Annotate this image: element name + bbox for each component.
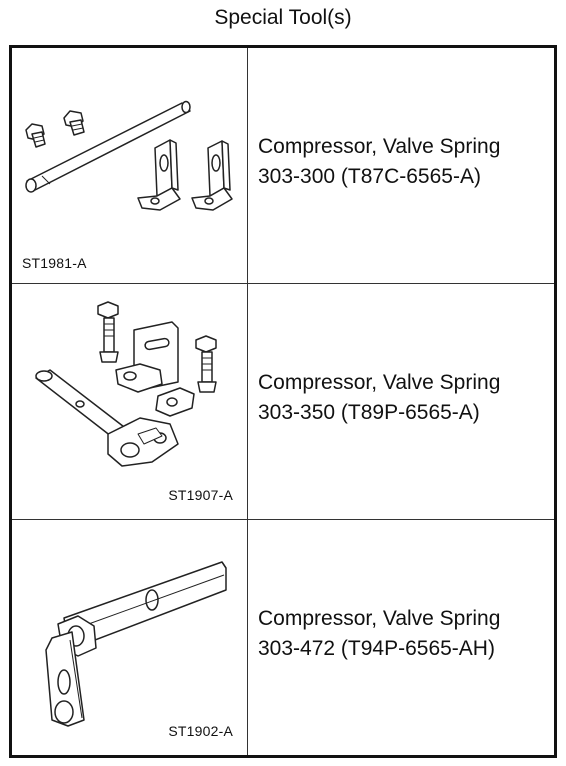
valve-spring-compressor-bar-and-brackets-icon: [25, 100, 233, 211]
tool-number: 303-350 (T89P-6565-A): [258, 400, 480, 424]
tool-illustration-cell: ST1902-A: [12, 520, 248, 755]
tool-row: ST1981-A Compressor, Valve Spring 303-30…: [12, 48, 554, 284]
tool-number: 303-300 (T87C-6565-A): [258, 164, 481, 188]
tool-name: Compressor, Valve Spring: [258, 134, 501, 158]
valve-spring-compressor-lever-icon: [45, 561, 227, 727]
tool-name: Compressor, Valve Spring: [258, 370, 501, 394]
tool-description-cell: Compressor, Valve Spring 303-300 (T87C-6…: [248, 48, 554, 283]
tool-row: ST1907-A Compressor, Valve Spring 303-35…: [12, 284, 554, 520]
tool-description: Compressor, Valve Spring 303-472 (T94P-6…: [258, 604, 500, 664]
tool-row: ST1902-A Compressor, Valve Spring 303-47…: [12, 520, 554, 755]
tool-description: Compressor, Valve Spring 303-300 (T87C-6…: [258, 132, 500, 192]
tool-name: Compressor, Valve Spring: [258, 606, 501, 630]
special-tools-table: ST1981-A Compressor, Valve Spring 303-30…: [9, 45, 557, 758]
page-title: Special Tool(s): [214, 6, 352, 29]
tool-description-cell: Compressor, Valve Spring 303-350 (T89P-6…: [248, 284, 554, 519]
tool-illustration-cell: ST1907-A: [12, 284, 248, 519]
tool-description: Compressor, Valve Spring 303-350 (T89P-6…: [258, 368, 500, 428]
illustration-code: ST1902-A: [168, 723, 233, 739]
tool-illustration-cell: ST1981-A: [12, 48, 248, 283]
valve-spring-compressor-lever-and-bracket-icon: [35, 301, 217, 467]
illustration-code: ST1907-A: [168, 487, 233, 503]
tool-description-cell: Compressor, Valve Spring 303-472 (T94P-6…: [248, 520, 554, 755]
illustration-code: ST1981-A: [22, 255, 87, 271]
tool-number: 303-472 (T94P-6565-AH): [258, 636, 495, 660]
